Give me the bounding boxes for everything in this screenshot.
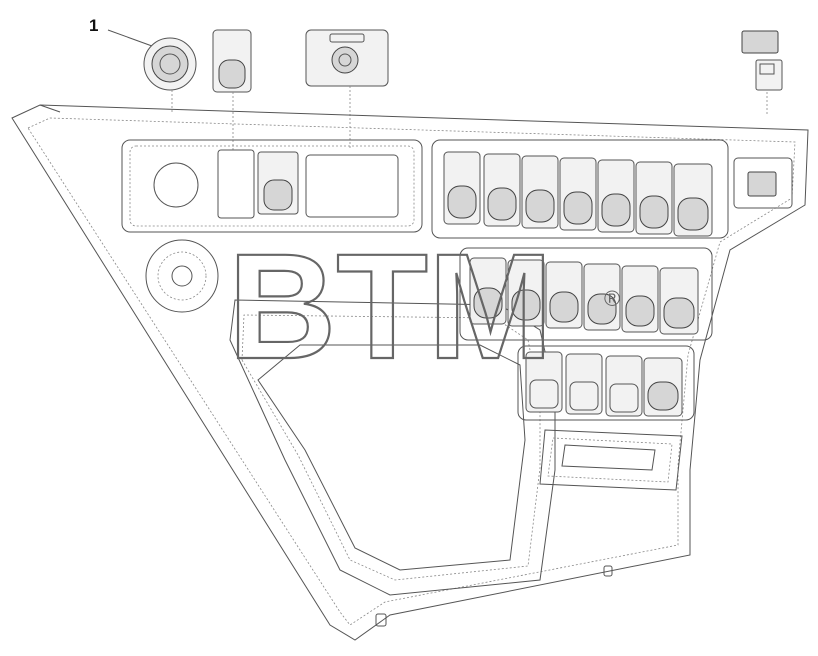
rocker-switch[interactable] <box>525 351 563 413</box>
rocker-switch[interactable] <box>621 265 659 333</box>
part-connector[interactable] <box>741 30 783 115</box>
switch-slot[interactable] <box>217 149 255 219</box>
rocker-switch[interactable] <box>521 155 559 229</box>
left-switch-cluster <box>121 139 423 233</box>
switch-row-middle <box>459 247 713 341</box>
rocker-switch[interactable] <box>545 261 583 329</box>
rocker-switch[interactable] <box>597 159 635 233</box>
part-rectangular-module[interactable] <box>305 29 389 150</box>
callout-label-1[interactable]: 1 <box>89 16 99 35</box>
switch-row-lower <box>517 345 695 421</box>
rocker-switch[interactable] <box>443 151 481 225</box>
mounting-tabs <box>375 565 613 627</box>
module-slot[interactable] <box>305 154 399 218</box>
part-rocker-switch[interactable] <box>212 29 252 150</box>
rocker-switch[interactable] <box>673 163 713 237</box>
rocker-switch[interactable] <box>507 259 545 327</box>
callout-leader-line <box>107 29 153 47</box>
storage-tray[interactable] <box>539 429 683 491</box>
rocker-switch[interactable] <box>565 353 603 415</box>
rocker-switch[interactable] <box>483 153 521 227</box>
rocker-switch[interactable] <box>635 161 673 235</box>
side-switch[interactable] <box>733 157 793 209</box>
rocker-switch[interactable] <box>469 257 507 325</box>
shifter-opening <box>229 299 556 596</box>
rocker-switch[interactable] <box>659 267 699 335</box>
watermark: BTM ® <box>227 221 620 391</box>
watermark-text: BTM <box>228 222 553 390</box>
panel-outline <box>11 104 809 641</box>
lower-round-socket[interactable] <box>145 239 219 313</box>
knob-socket[interactable] <box>153 162 199 208</box>
rocker-switch[interactable] <box>559 157 597 231</box>
switch-row-top <box>431 139 729 239</box>
rocker-switch[interactable] <box>605 355 643 417</box>
rocker-switch[interactable] <box>583 263 621 331</box>
rocker-switch[interactable] <box>643 357 683 417</box>
part-round-knob[interactable] <box>143 37 197 112</box>
registered-mark: ® <box>604 286 620 311</box>
